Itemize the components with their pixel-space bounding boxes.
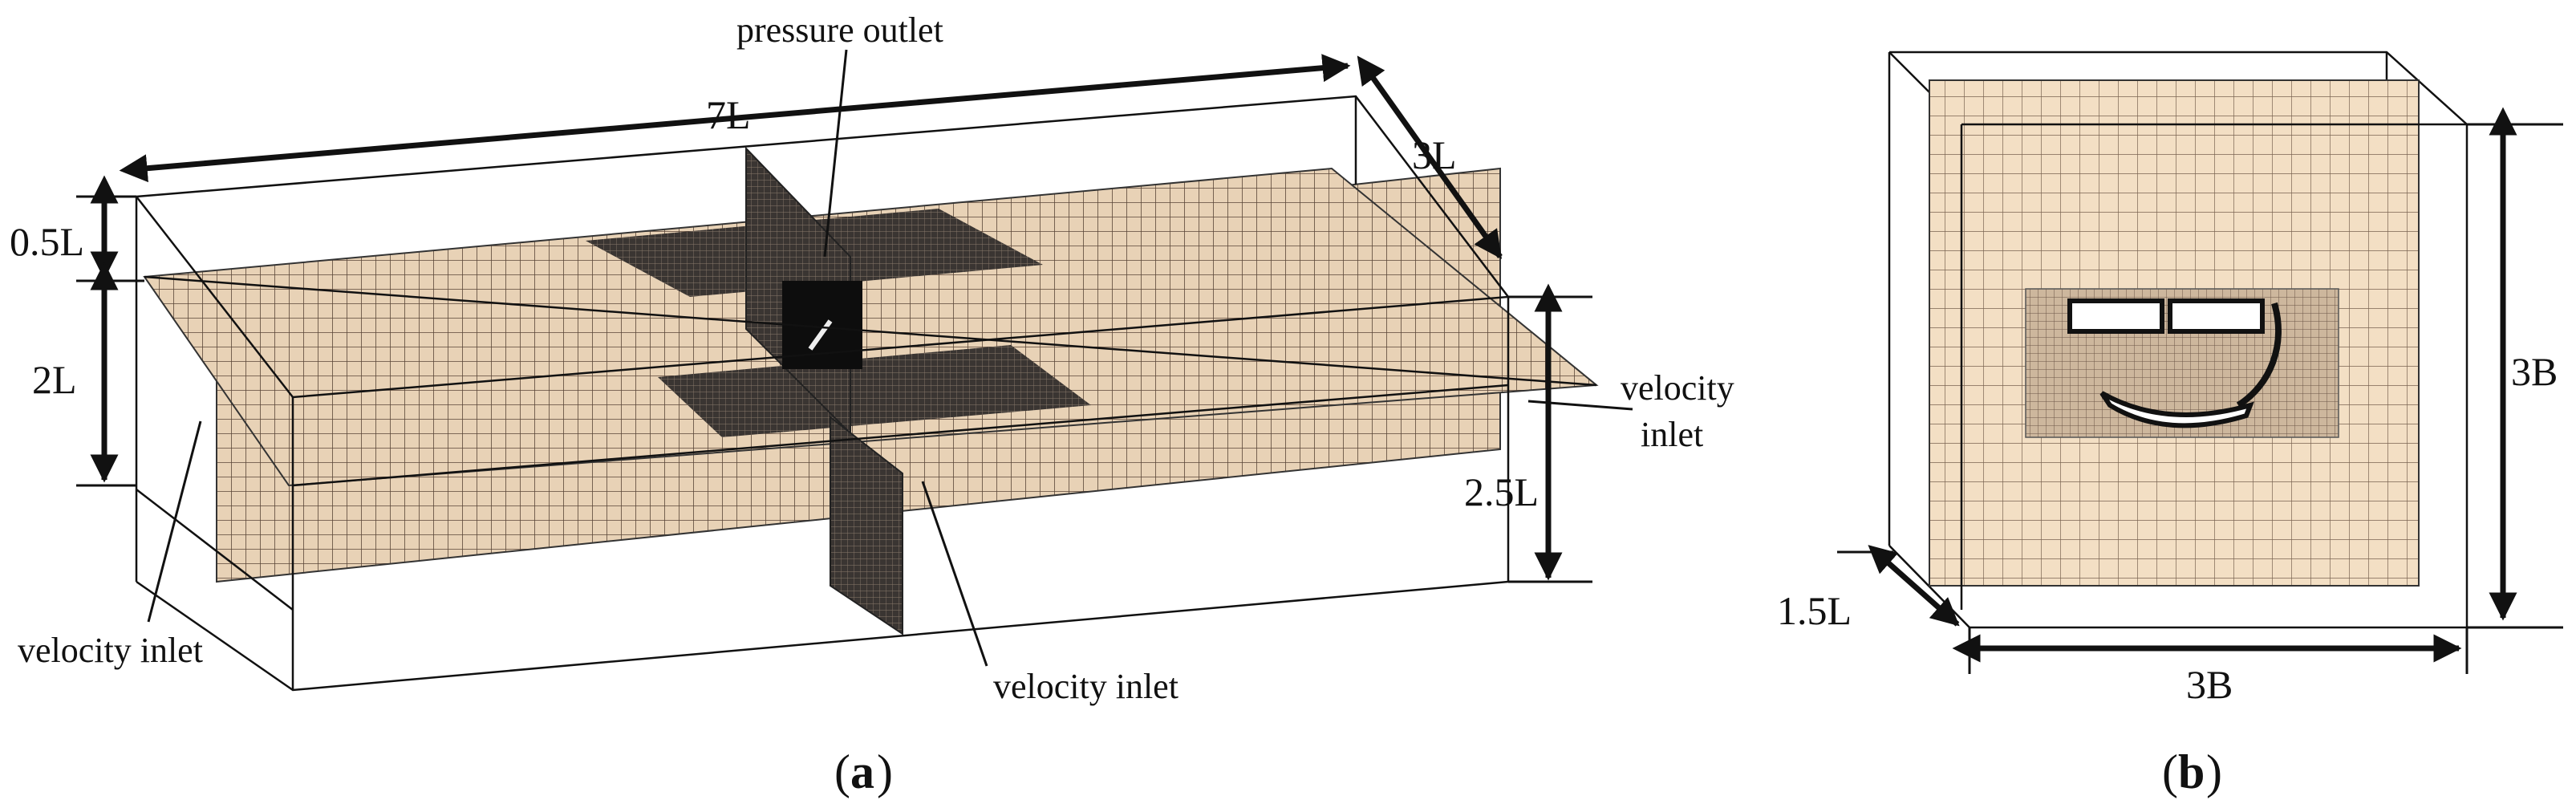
section-curved-edge [2236, 302, 2282, 408]
section-void-left [2067, 298, 2164, 334]
panel-b: 3B 3B 1.5L ( b ) [1777, 51, 2563, 798]
caption-a-open: ( [834, 745, 850, 798]
dim-label-3B-horizontal: 3B [2186, 662, 2233, 707]
central-vertical-plane-lower [830, 415, 903, 635]
section-bottom-void [2099, 391, 2254, 428]
section-void-right [2168, 298, 2265, 334]
caption-b-open: ( [2162, 745, 2178, 798]
dim-label-3L: 3L [1412, 132, 1457, 177]
dim-label-25L: 2.5L [1464, 469, 1539, 514]
dim-3L-arrow [1357, 55, 1503, 259]
caption-b-close: ) [2206, 745, 2222, 798]
dim-7L-arrow [119, 54, 1351, 183]
dim-label-15L: 1.5L [1777, 588, 1852, 633]
dim-label-05L: 0.5L [10, 219, 84, 264]
label-velocity-inlet-right-2: inlet [1641, 415, 1703, 454]
dim-label-2L: 2L [32, 357, 77, 402]
panel-a: pressure outlet velocity inlet velocity … [10, 10, 1734, 798]
caption-a-close: ) [877, 745, 893, 798]
caption-b-letter: b [2178, 745, 2205, 798]
dim-label-3B-vertical: 3B [2511, 349, 2558, 394]
label-velocity-inlet-front: velocity inlet [18, 631, 203, 670]
body-slot [808, 319, 833, 351]
label-velocity-inlet-bottom: velocity inlet [993, 667, 1178, 706]
dim-label-7L: 7L [706, 92, 751, 137]
label-pressure-outlet: pressure outlet [736, 10, 943, 50]
label-velocity-inlet-right-1: velocity [1621, 368, 1734, 408]
caption-a-letter: a [850, 745, 874, 798]
refined-zone-center [658, 345, 1091, 437]
dim-15L-arrow [1868, 545, 1960, 627]
